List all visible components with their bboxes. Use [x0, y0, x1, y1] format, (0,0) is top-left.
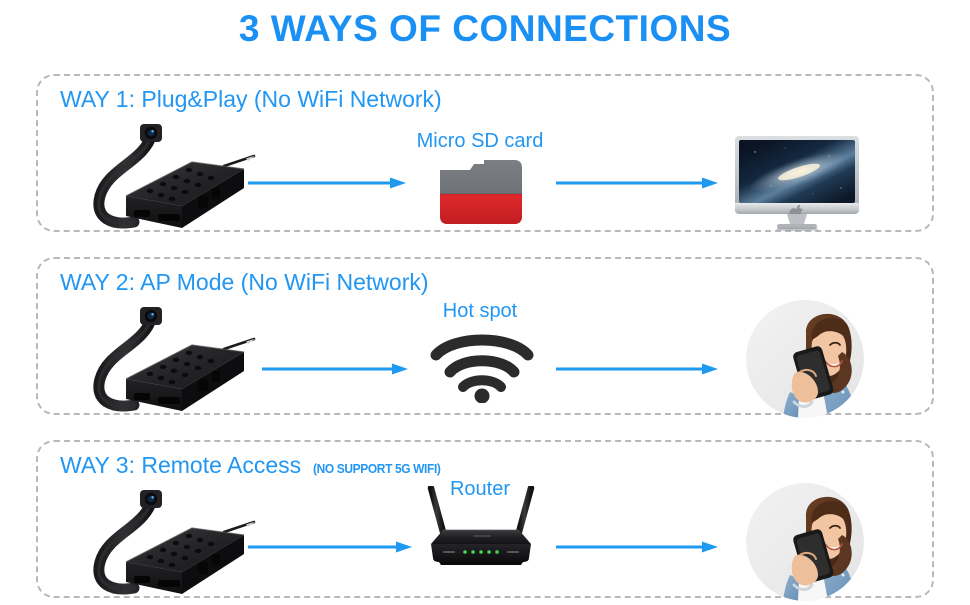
spy-camera-icon-way-3: [78, 488, 258, 600]
micro-sd-card-label: Micro SD card: [416, 130, 544, 152]
spy-camera-icon-way-2: [78, 305, 258, 417]
arrow-right-icon-way-1-b: [556, 176, 720, 190]
arrow-right-icon-way-2-b: [556, 362, 720, 376]
arrow-right-icon-way-1-a: [248, 176, 408, 190]
page-title: 3 WAYS OF CONNECTIONS: [238, 8, 732, 49]
arrow-right-icon-way-2-a: [262, 362, 410, 376]
way-2-heading: WAY 2: AP Mode (No WiFi Network): [60, 269, 429, 296]
wifi-router-icon: [421, 484, 543, 568]
spy-camera-icon-way-1: [78, 122, 258, 234]
way-3-heading: WAY 3: Remote Access (NO SUPPORT 5G WIFI): [60, 452, 452, 479]
router-label: Router: [449, 478, 511, 500]
way-3-heading-text: WAY 3: Remote Access: [60, 452, 302, 478]
person-with-phone-photo-way-3: [746, 483, 864, 601]
way-1-heading-text: WAY 1: Plug&Play (No WiFi Network): [60, 86, 442, 112]
imac-computer-icon: [733, 134, 861, 232]
way-1-heading: WAY 1: Plug&Play (No WiFi Network): [60, 86, 442, 113]
person-with-phone-photo-way-2: [746, 300, 864, 418]
hot-spot-label: Hot spot: [442, 300, 518, 322]
wifi-signal-icon: [430, 333, 534, 404]
way-3-heading-note: (NO SUPPORT 5G WIFI): [313, 461, 441, 476]
arrow-right-icon-way-3-a: [248, 540, 414, 554]
arrow-right-icon-way-3-b: [556, 540, 720, 554]
way-2-heading-text: WAY 2: AP Mode (No WiFi Network): [60, 269, 429, 295]
micro-sd-card-icon: [436, 160, 524, 226]
